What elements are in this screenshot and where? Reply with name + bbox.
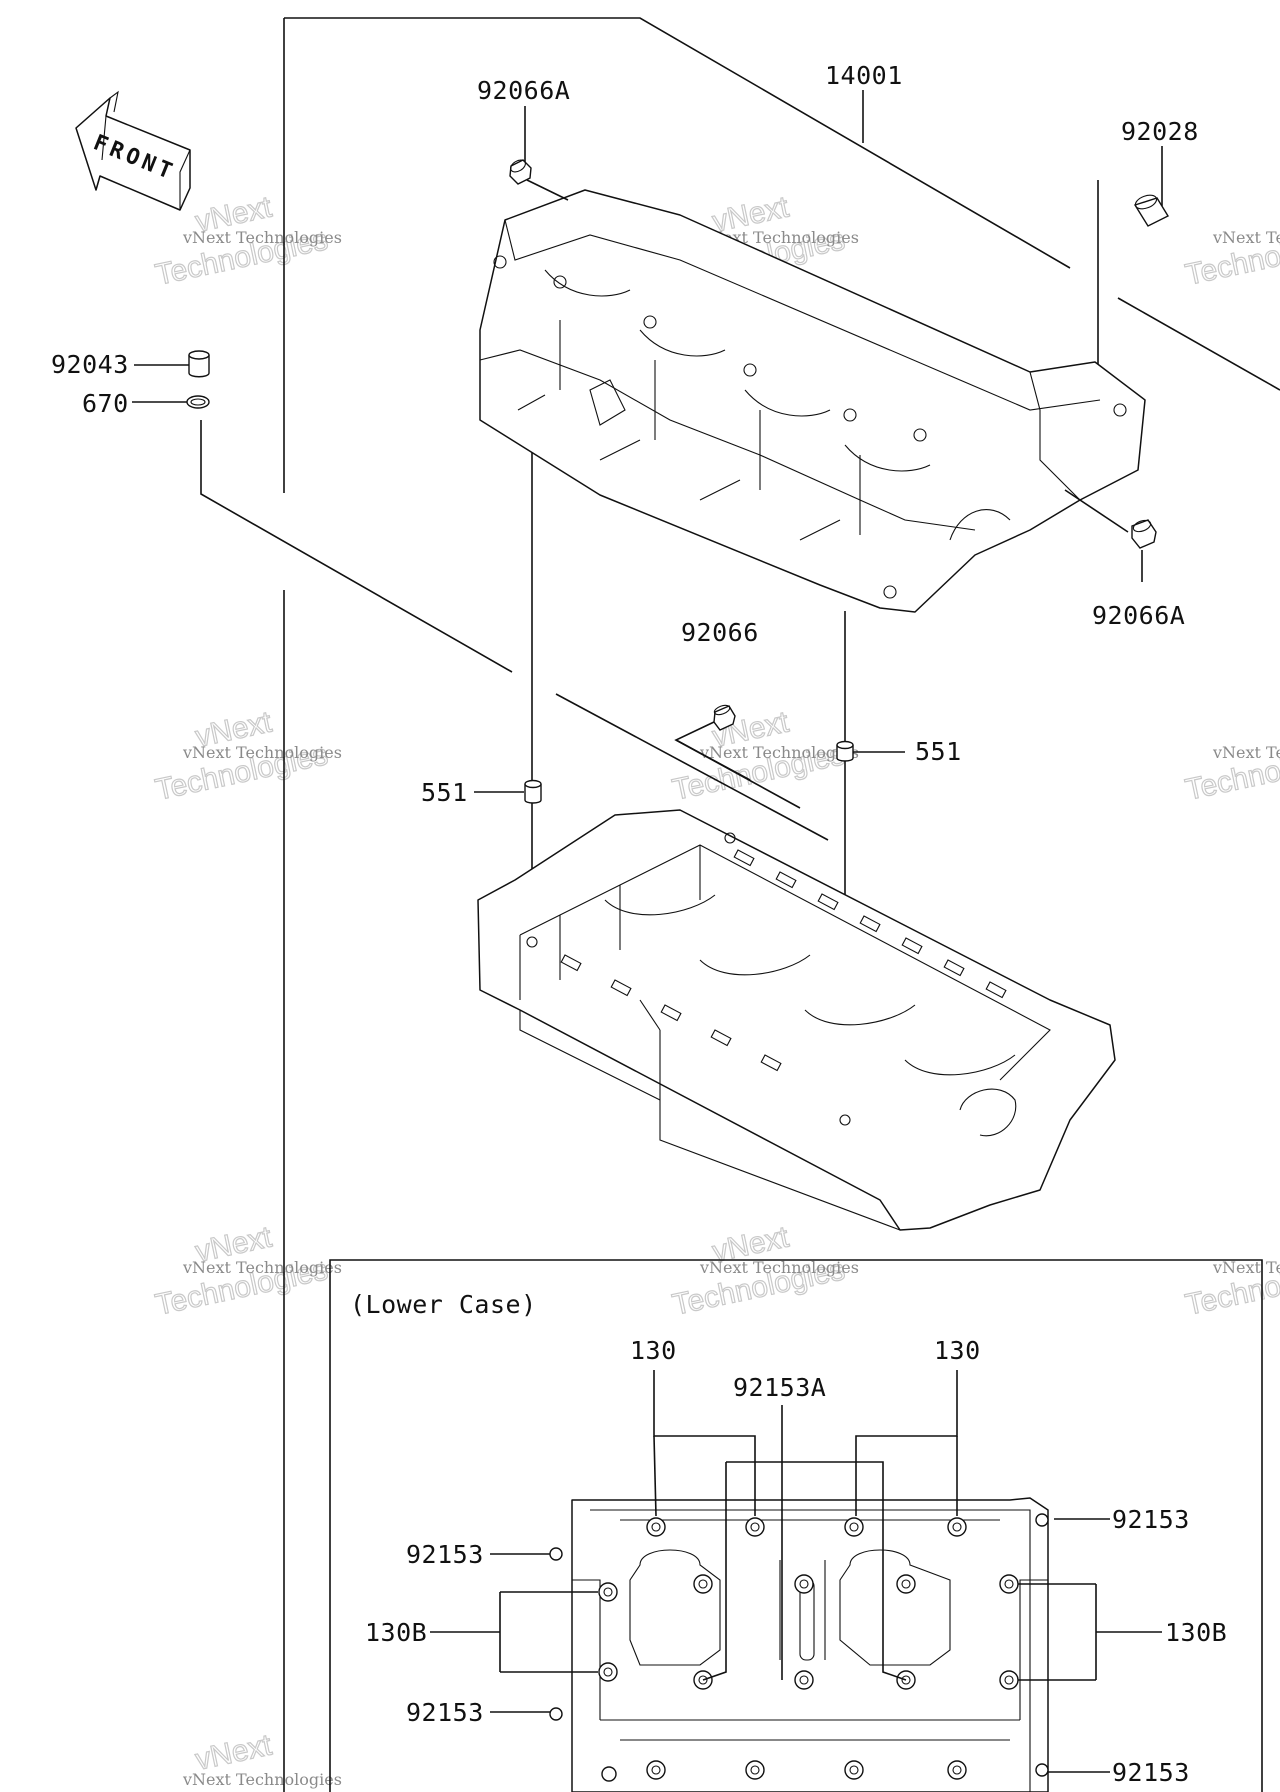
part-92043-dowel [188,350,210,378]
watermark-tile: Technologies vNext vNext Technologies [669,1220,859,1323]
front-arrow-badge: FRONT [75,90,191,211]
callout-labels: 14001 92066A 92028 92043 670 92066A 9206… [51,61,1199,807]
part-92028-collar [1133,146,1169,227]
callout-92043: 92043 [51,350,129,379]
svg-text:vNext Technologies: vNext Technologies [182,743,342,762]
callout-92028: 92028 [1121,117,1199,146]
inset-label-92153-top-right: 92153 [1112,1505,1190,1534]
inset-label-92153A: 92153A [733,1373,826,1402]
watermark-tile: Technologies vNext Technologies [1182,738,1280,808]
part-670-oring [186,395,210,409]
svg-text:vNext Technologies: vNext Technologies [1212,1258,1280,1277]
inset-label-92153-bottom-right: 92153 [1112,1758,1190,1787]
watermark-tile: Technologies vNext vNext Technologies [152,705,342,808]
svg-text:vNext Technologies: vNext Technologies [182,228,342,247]
part-92066-plug [674,704,801,809]
leader-lines [132,90,864,403]
svg-text:vNext Technologies: vNext Technologies [1212,743,1280,762]
lower-crankcase-slots [560,849,1007,1072]
callout-551-right: 551 [915,737,962,766]
callout-92066: 92066 [681,618,759,647]
callout-670: 670 [82,389,129,418]
inset-lower-case: (Lower Case) [329,1259,1263,1792]
callout-92066A-top: 92066A [477,76,570,105]
inset-label-130B-left: 130B [365,1618,427,1647]
inset-leader-lines [430,1370,1162,1773]
watermark-tile: Technologies vNext Technologies [1182,223,1280,293]
watermark-tile: Technologies vNext vNext Technologies [152,1220,342,1323]
watermark-tile: Technologies vNext vNext Technologies [669,705,859,808]
lower-case-underside [571,1497,1049,1792]
svg-text:vNext Technologies: vNext Technologies [699,1258,859,1277]
svg-text:vNext Technologies: vNext Technologies [699,743,859,762]
svg-text:vNext Technologies: vNext Technologies [1212,228,1280,247]
callout-551-left: 551 [421,778,468,807]
part-551-dowel-left [474,779,542,804]
part-92066A-top-plug [509,159,569,201]
part-92066A-right-plug [1064,489,1157,582]
inset-label-130-right: 130 [934,1336,981,1365]
callout-14001: 14001 [825,61,903,90]
watermark-tile: vNext vNext Technologies [182,1728,342,1789]
lower-crankcase [477,809,1116,1231]
inset-label-92153-left-2: 92153 [406,1698,484,1727]
upper-crankcase [479,189,1146,613]
inset-label-130-left: 130 [630,1336,677,1365]
svg-text:vNext Technologies: vNext Technologies [182,1770,342,1789]
inset-label-130B-right: 130B [1165,1618,1227,1647]
inset-title: (Lower Case) [350,1290,537,1319]
callout-92066A-right: 92066A [1092,601,1185,630]
watermark-tile: Technologies vNext Technologies [1182,1253,1280,1323]
svg-text:vNext Technologies: vNext Technologies [182,1258,342,1277]
inset-label-92153-left-1: 92153 [406,1540,484,1569]
part-551-dowel-right [836,740,905,762]
